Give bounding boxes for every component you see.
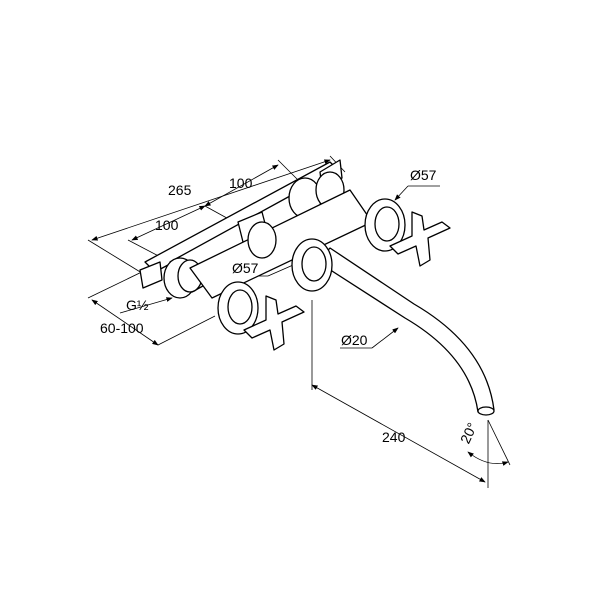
dim-center-spacing-lower: 100 xyxy=(155,217,179,233)
spout xyxy=(291,238,495,416)
dim-connection: G½ xyxy=(126,297,149,313)
valve-body xyxy=(139,159,373,299)
dim-overall-width: 265 xyxy=(168,182,192,198)
dim-escutcheon-top: Ø57 xyxy=(410,167,437,183)
dim-spout-diameter: Ø20 xyxy=(341,332,368,348)
left-handle xyxy=(217,281,305,351)
dim-spout-projection: 240 xyxy=(382,429,406,445)
dim-center-spacing-upper: 100 xyxy=(229,175,253,191)
right-handle xyxy=(364,198,451,267)
dimension-lines xyxy=(87,155,511,488)
dim-escutcheon-mid: Ø57 xyxy=(232,260,259,276)
dim-wall-depth: 60-100 xyxy=(100,320,144,336)
